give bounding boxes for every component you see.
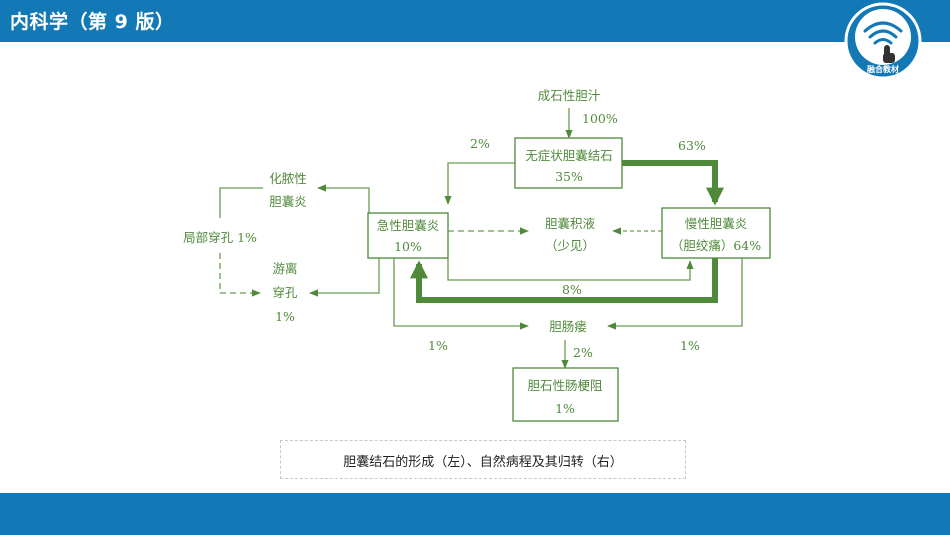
label-edge-2pct-bottom: 2% [573, 345, 593, 360]
line-local-perforation-top [219, 187, 263, 218]
label-source: 成石性胆汁 [538, 88, 601, 103]
label-chronic-sub: （胆绞痛）64% [671, 238, 761, 253]
label-acute: 急性胆囊炎 [377, 218, 440, 233]
logo-badge: 融合教材 [844, 2, 922, 80]
footer-bar [0, 493, 950, 535]
box-acute [367, 212, 449, 259]
label-asymptomatic-pct: 35% [555, 169, 583, 184]
label-source-pct: 100% [582, 111, 618, 126]
box-chronic [661, 207, 771, 259]
page-title: 内科学（第 9 版） [10, 11, 175, 33]
label-hydrops-sub: （少见） [545, 238, 595, 253]
label-edge-63pct: 63% [678, 138, 706, 153]
label-ileus: 胆石性肠梗阻 [527, 378, 603, 393]
label-edge-2pct-top: 2% [470, 136, 490, 151]
label-edge-1pct-right: 1% [680, 338, 700, 353]
figure-caption: 胆囊结石的形成（左）、自然病程及其归转（右） [343, 455, 623, 470]
arrow-acute-to-perforation [309, 258, 380, 297]
wifi-touch-icon [863, 21, 903, 63]
arrow-acute-to-suppurative [317, 184, 370, 213]
arrow-asymptomatic-to-acute [444, 162, 515, 205]
arrow-chronic-to-acute [410, 258, 718, 303]
label-suppurative-1: 化脓性 [269, 171, 307, 186]
arrow-acute-to-fistula [393, 258, 529, 330]
header-bar: 内科学（第 9 版） [0, 0, 950, 42]
label-acute-pct: 10% [394, 239, 422, 254]
label-edge-8pct: 8% [562, 282, 582, 297]
box-ileus [512, 367, 619, 422]
arrow-chronic-to-fistula [607, 258, 743, 330]
arrow-asymptomatic-to-chronic [622, 160, 724, 206]
caption-box: 胆囊结石的形成（左）、自然病程及其归转（右） [280, 440, 686, 479]
label-free-perforation-2: 穿孔 [272, 285, 298, 300]
label-free-perforation-pct: 1% [275, 309, 295, 324]
label-hydrops: 胆囊积液 [545, 216, 596, 231]
label-local-perforation: 局部穿孔 1% [183, 230, 257, 245]
label-ileus-pct: 1% [555, 401, 575, 416]
label-asymptomatic: 无症状胆囊结石 [525, 148, 613, 163]
box-asymptomatic [514, 137, 623, 189]
label-chronic: 慢性胆囊炎 [685, 216, 748, 231]
label-fistula: 胆肠瘘 [549, 319, 587, 334]
label-free-perforation-1: 游离 [272, 261, 297, 276]
logo-text: 融合教材 [867, 64, 899, 74]
label-suppurative-2: 胆囊炎 [269, 194, 307, 209]
gallstone-course-diagram: 成石性胆汁 100% 无症状胆囊结石 35% 急性胆囊炎 10% 慢性胆囊炎 （… [183, 88, 771, 422]
arrow-acute-to-chronic [447, 258, 694, 281]
label-edge-1pct-left: 1% [428, 338, 448, 353]
